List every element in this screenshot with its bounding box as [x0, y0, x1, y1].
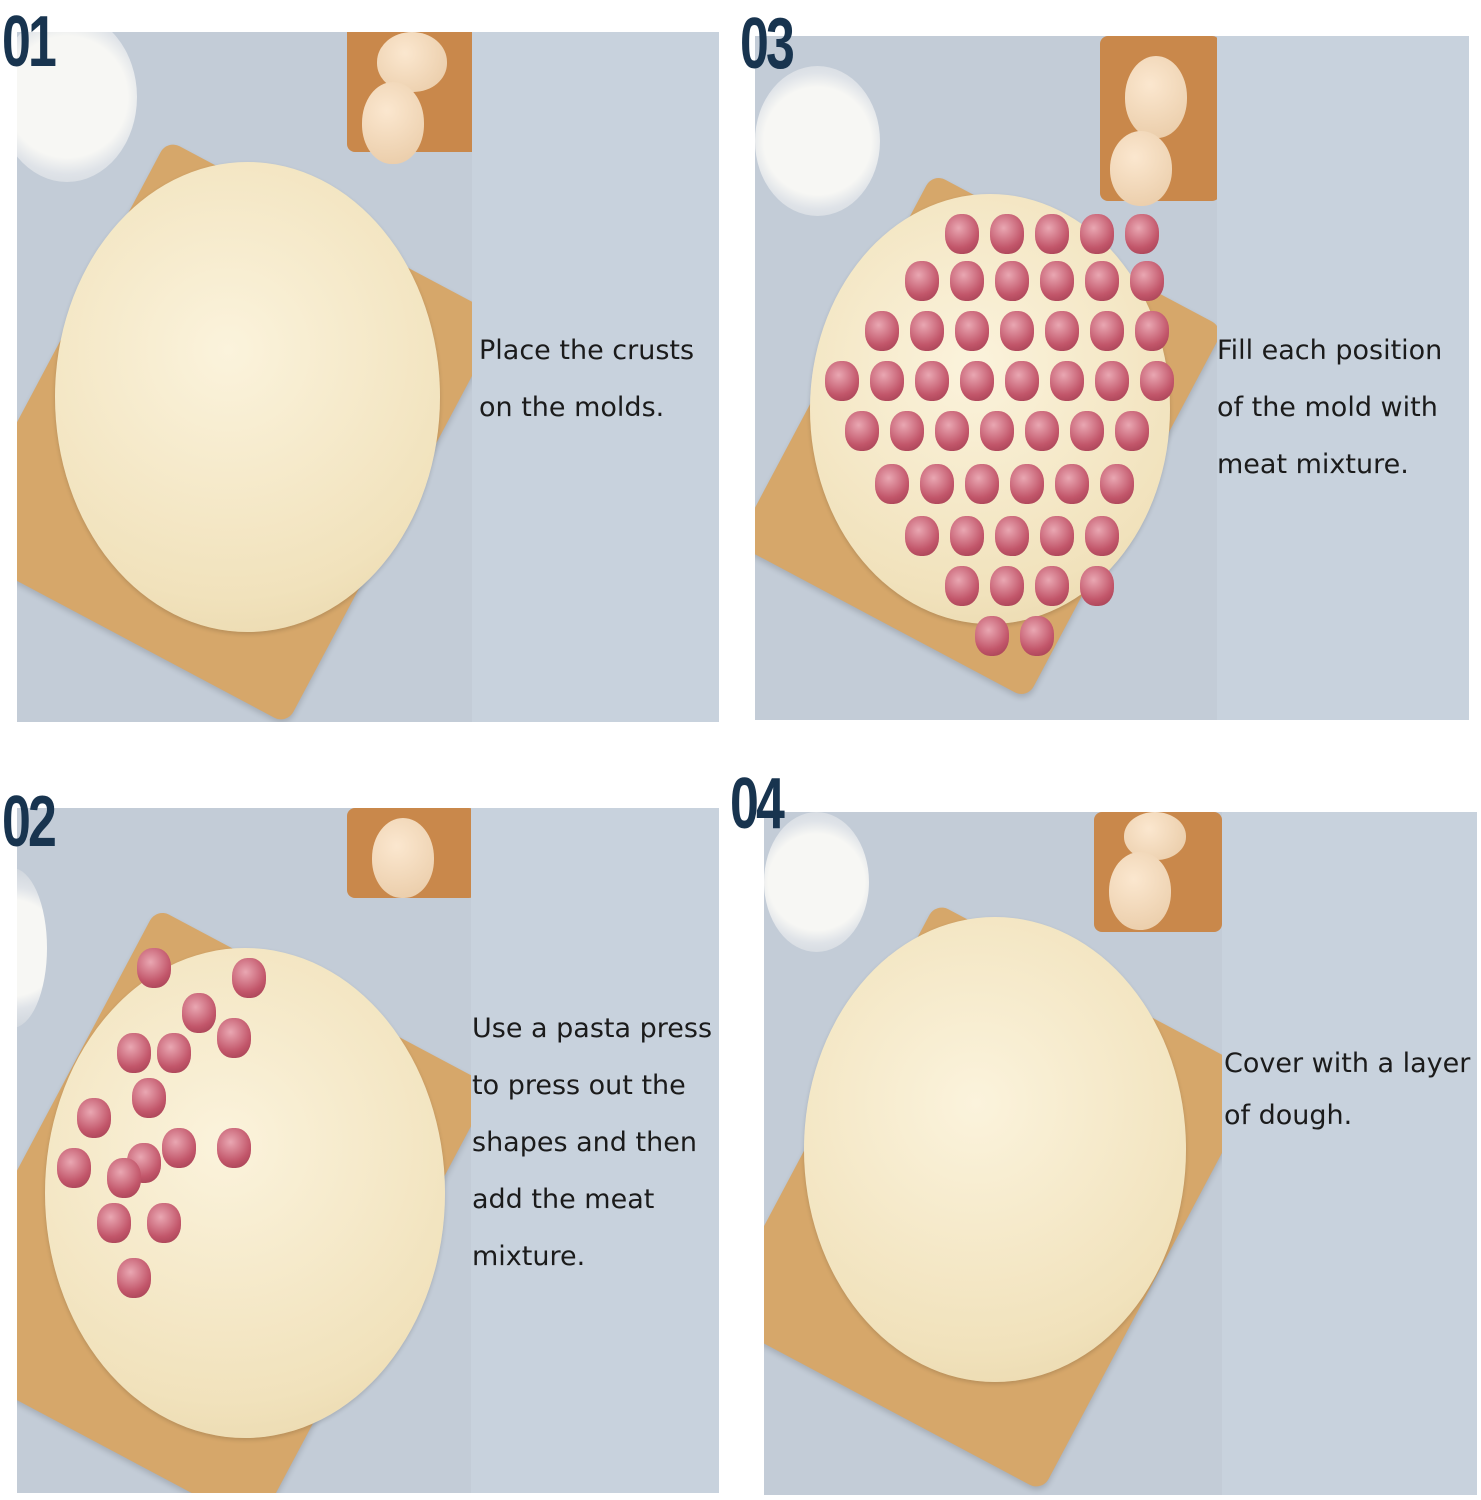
meatball: [920, 464, 954, 504]
meatball: [1140, 361, 1174, 401]
meatball: [1090, 311, 1124, 351]
step-03-caption: Fill each position of the mold with meat…: [1217, 335, 1443, 480]
step-01-caption: Place the crusts on the molds.: [479, 335, 695, 423]
meatball: [995, 516, 1029, 556]
meatball: [117, 1033, 151, 1073]
meatball: [1100, 464, 1134, 504]
meatball: [1070, 411, 1104, 451]
meatball: [945, 566, 979, 606]
meatball: [1130, 261, 1164, 301]
meatball: [945, 214, 979, 254]
step-03-panel: Fill each position of the mold with meat…: [755, 36, 1469, 720]
meatball: [107, 1158, 141, 1198]
meatball: [1040, 516, 1074, 556]
meatball: [825, 361, 859, 401]
meatball: [890, 411, 924, 451]
meatball: [1095, 361, 1129, 401]
meatball: [1005, 361, 1039, 401]
meatball: [1040, 261, 1074, 301]
meatball: [950, 516, 984, 556]
meatball: [132, 1078, 166, 1118]
step-01-panel: Place the crusts on the molds.: [17, 32, 719, 722]
step-04-photo: [764, 812, 1222, 1495]
meatball: [905, 516, 939, 556]
meatball: [1115, 411, 1149, 451]
meatball: [217, 1128, 251, 1168]
meatball: [1080, 566, 1114, 606]
step-02-number: 02: [2, 782, 57, 862]
meatball: [965, 464, 999, 504]
meatball: [1085, 516, 1119, 556]
meatball: [960, 361, 994, 401]
step-03-number: 03: [740, 4, 795, 84]
step-01-photo: [17, 32, 472, 722]
meatball: [845, 411, 879, 451]
meatball: [157, 1033, 191, 1073]
meatball: [905, 261, 939, 301]
step-02-caption: Use a pasta press to press out the shape…: [472, 1013, 713, 1272]
meatball: [980, 411, 1014, 451]
step-02-photo: [17, 808, 471, 1493]
step-04-number: 04: [730, 764, 785, 844]
meatball: [1035, 566, 1069, 606]
meatball: [990, 566, 1024, 606]
meatball: [955, 311, 989, 351]
meatball: [217, 1018, 251, 1058]
meatball: [147, 1203, 181, 1243]
meatball: [1000, 311, 1034, 351]
meatball: [77, 1098, 111, 1138]
meatball: [1010, 464, 1044, 504]
meatball: [975, 616, 1009, 656]
meatball: [935, 411, 969, 451]
meatball: [182, 993, 216, 1033]
meatball: [990, 214, 1024, 254]
step-03-photo: [755, 36, 1217, 720]
meatball: [910, 311, 944, 351]
step-01-number: 01: [2, 2, 57, 82]
meatball: [97, 1203, 131, 1243]
meatball: [1085, 261, 1119, 301]
meatball: [1135, 311, 1169, 351]
meatball: [1080, 214, 1114, 254]
meatball: [1020, 616, 1054, 656]
meatball: [1035, 214, 1069, 254]
meatball: [57, 1148, 91, 1188]
meatball: [915, 361, 949, 401]
step-04-caption: Cover with a layer of dough.: [1224, 1048, 1471, 1131]
step-02-panel: Use a pasta press to press out the shape…: [17, 808, 719, 1493]
meatball: [1055, 464, 1089, 504]
meatball: [950, 261, 984, 301]
step-04-panel: Cover with a layer of dough.: [764, 812, 1477, 1495]
meatball: [865, 311, 899, 351]
meatball: [1125, 214, 1159, 254]
meatball: [117, 1258, 151, 1298]
meatball: [875, 464, 909, 504]
meatball: [1045, 311, 1079, 351]
meatball: [232, 958, 266, 998]
meatball: [162, 1128, 196, 1168]
meatball: [995, 261, 1029, 301]
meatball: [870, 361, 904, 401]
meatball: [1050, 361, 1084, 401]
meatball: [137, 948, 171, 988]
meatball: [1025, 411, 1059, 451]
